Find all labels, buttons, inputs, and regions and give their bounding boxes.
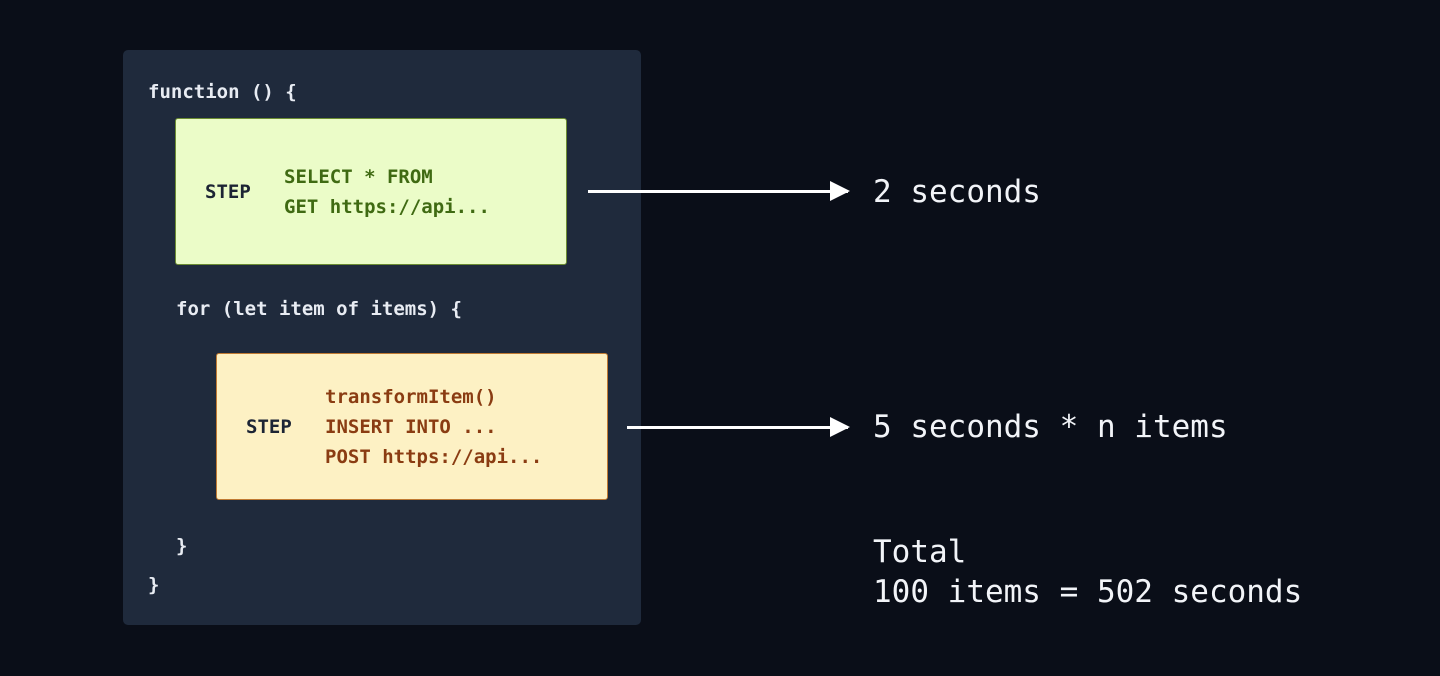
step1-duration: 2 seconds — [873, 174, 1041, 210]
step-code-line: SELECT * FROM — [284, 166, 433, 188]
loop-open-line: for (let item of items) { — [176, 298, 462, 320]
step-code-line: transformItem() — [325, 386, 497, 408]
loop-close-line: } — [176, 535, 188, 557]
step2-duration: 5 seconds * n items — [873, 409, 1228, 445]
step-code-lines: SELECT * FROM GET https://api... — [284, 162, 490, 222]
step-code-line: GET https://api... — [284, 196, 490, 218]
arrow-step2 — [627, 417, 850, 437]
step-code-lines: transformItem() INSERT INTO ... POST https… — [325, 382, 542, 472]
step-label: STEP — [205, 181, 251, 203]
step-code-line: INSERT INTO ... — [325, 416, 497, 438]
function-close-line: } — [148, 574, 160, 596]
step-box-fetch: STEP SELECT * FROM GET https://api... — [175, 118, 567, 265]
total-value: 100 items = 502 seconds — [873, 574, 1303, 610]
step-box-process: STEP transformItem() INSERT INTO ... POST … — [216, 353, 608, 500]
function-open-line: function () { — [148, 81, 297, 103]
step-label: STEP — [246, 416, 292, 438]
step-code-line: POST https://api... — [325, 446, 543, 468]
arrow-step1 — [588, 181, 850, 201]
total-label: Total — [873, 534, 967, 570]
